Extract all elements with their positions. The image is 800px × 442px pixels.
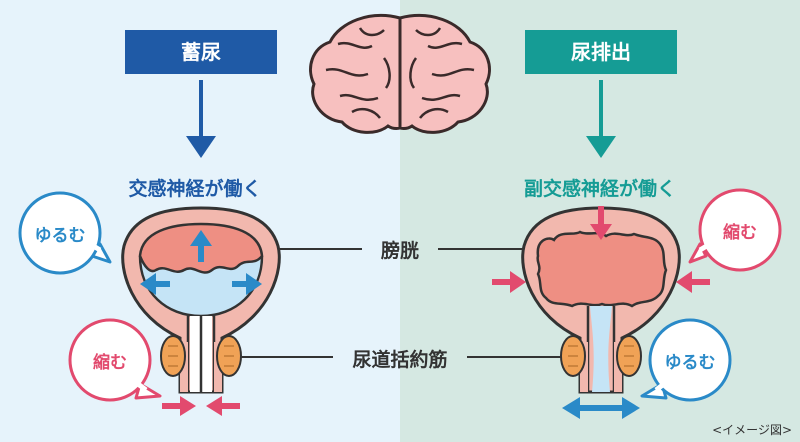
bubble-contract-storage: [68, 318, 162, 402]
bubble-relax-voiding-text: ゆるむ: [664, 353, 716, 373]
sphincter-storage: [160, 335, 242, 377]
contract-arrows-voiding: [492, 206, 710, 293]
bubble-contract-storage-text: 縮む: [93, 353, 127, 373]
bladder-label: 膀胱: [380, 240, 419, 262]
contract-arrows-storage: [162, 396, 240, 416]
bubble-relax-storage-text: ゆるむ: [34, 226, 86, 246]
sphincter-label: 尿道括約筋: [352, 349, 448, 371]
relax-arrows-storage: [140, 230, 262, 295]
storage-nerve-caption: 交感神経が働く: [128, 178, 262, 200]
image-note: <イメージ図>: [712, 423, 792, 437]
bladder-storage: [121, 206, 281, 394]
brain-icon: [309, 14, 491, 134]
storage-down-arrow: [186, 80, 216, 158]
voiding-header: 尿排出: [525, 30, 677, 74]
storage-header: 蓄尿: [125, 30, 277, 74]
voiding-down-arrow: [586, 80, 616, 158]
bubble-contract-voiding: [688, 188, 782, 272]
relax-arrows-voiding: [562, 397, 640, 419]
bladder-voiding: [521, 206, 681, 394]
bubble-relax-storage: [18, 191, 112, 275]
bubble-relax-voiding: [640, 318, 732, 402]
bubble-contract-voiding-text: 縮む: [723, 223, 757, 243]
voiding-nerve-caption: 副交感神経が働く: [523, 178, 676, 200]
